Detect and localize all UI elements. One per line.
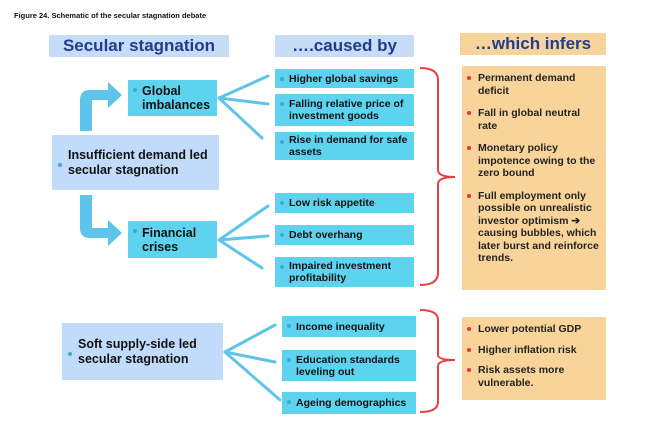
- cause-box: Education standards leveling out: [282, 350, 416, 381]
- cause-box: Income inequality: [282, 316, 416, 337]
- header-caused-by: ….caused by: [275, 35, 414, 57]
- cause-box: Debt overhang: [275, 225, 414, 245]
- figure-title: Figure 24. Schematic of the secular stag…: [14, 11, 207, 20]
- header-which-infers: …which infers: [460, 33, 606, 55]
- cause-box: Ageing demographics: [282, 392, 416, 414]
- infer-item: Monetary policy impotence owing to the z…: [467, 142, 600, 180]
- cause-box: Falling relative price of investment goo…: [275, 94, 414, 126]
- cause-box: Rise in demand for safe assets: [275, 132, 414, 160]
- infers-supply-box: Lower potential GDP Higher inflation ris…: [462, 317, 606, 400]
- bent-arrow-down-icon: [80, 195, 122, 246]
- infer-item: Full employment only possible on unreali…: [467, 189, 599, 264]
- cause-box: Impaired investment profitability: [275, 257, 414, 287]
- brace-supply: [419, 309, 456, 413]
- box-insufficient-demand: Insufficient demand led secular stagnati…: [52, 135, 219, 190]
- infer-item: Higher inflation risk: [467, 344, 600, 357]
- infers-demand-box: Permanent demand deficit Fall in global …: [462, 66, 606, 290]
- infer-item: Lower potential GDP: [467, 323, 600, 336]
- cause-box: Higher global savings: [275, 69, 414, 88]
- cause-box: Low risk appetite: [275, 193, 414, 213]
- box-global-imbalances: Global imbalances: [128, 80, 217, 116]
- infer-item: Risk assets more vulnerable.: [467, 364, 600, 389]
- box-soft-supply: Soft supply-side led secular stagnation: [62, 323, 223, 380]
- bent-arrow-up-icon: [80, 82, 122, 131]
- brace-demand: [419, 67, 456, 286]
- infer-item: Fall in global neutral rate: [467, 107, 600, 132]
- header-secular-stagnation: Secular stagnation: [49, 35, 229, 57]
- box-financial-crises: Financial crises: [128, 221, 217, 258]
- infer-item: Permanent demand deficit: [467, 72, 600, 97]
